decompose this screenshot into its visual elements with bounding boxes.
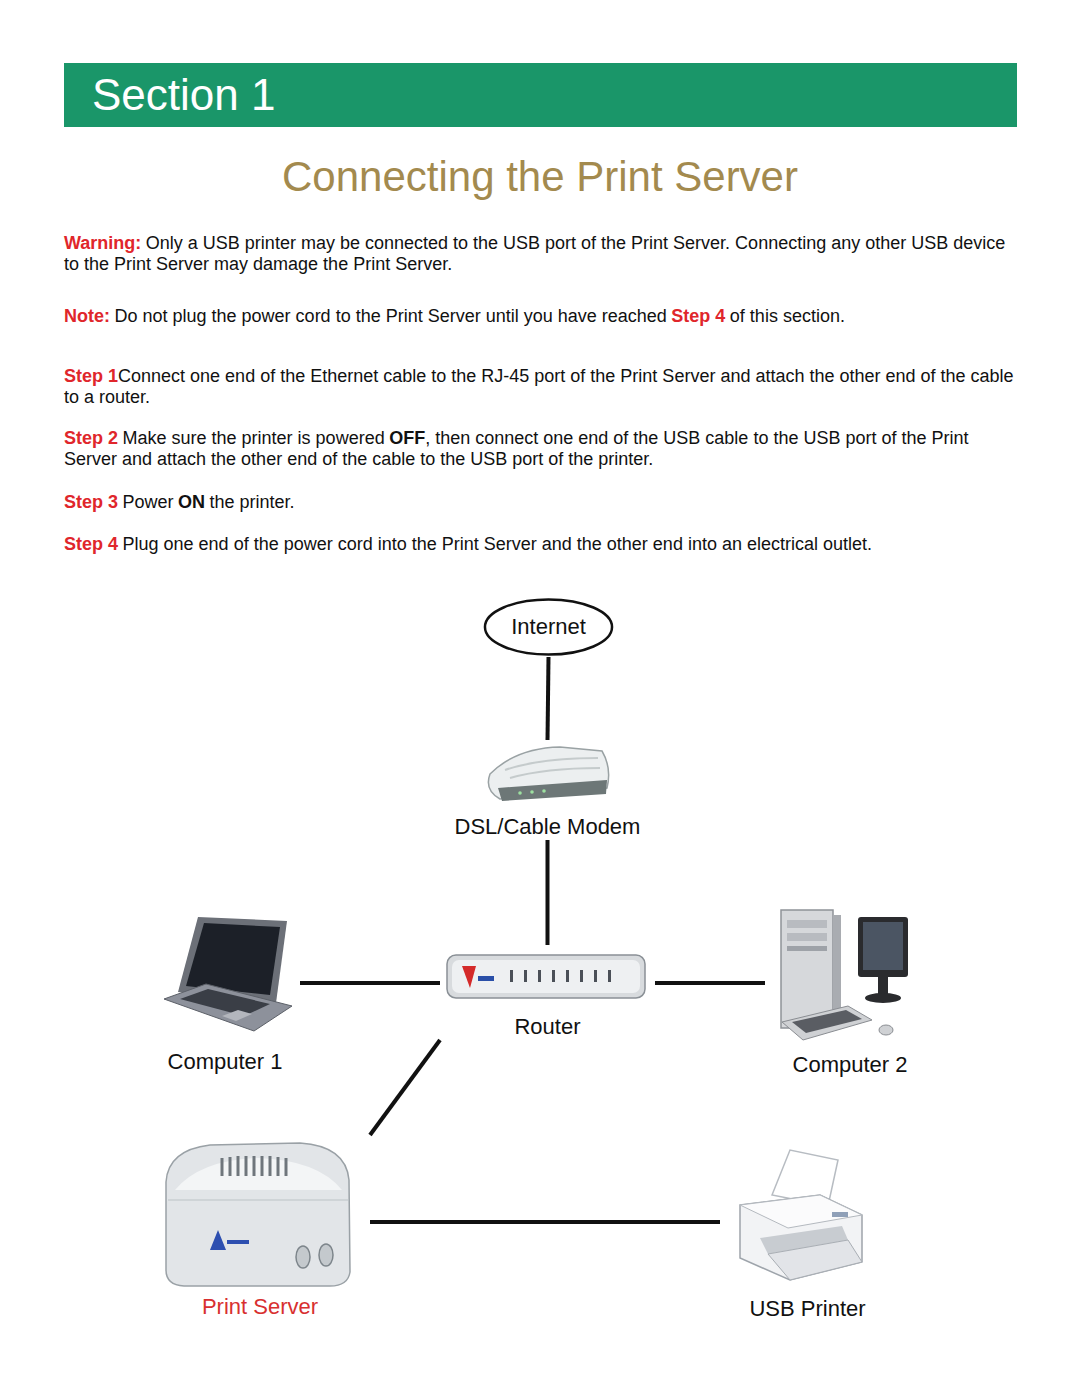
modem-box: DSL/Cable Modem [440, 740, 655, 840]
emphasis-text: OFF [389, 428, 425, 448]
node-label: Print Server [202, 1294, 318, 1320]
step-marker: Step 1 [64, 366, 118, 386]
instruction-paragraph: Warning:Only a USB printer may be connec… [64, 233, 1024, 275]
instruction-text: Only a USB printer may be connected to t… [64, 233, 1005, 274]
router-illustration [447, 955, 645, 998]
instruction-paragraph: Step 3PowerONthe printer. [64, 492, 1024, 513]
step-marker: Step 3 [64, 492, 118, 512]
node-label: Section 1 [92, 69, 275, 121]
instruction-text: Plug one end of the power cord into the … [123, 534, 872, 554]
internet-cloud: Internet [483, 597, 614, 657]
connector [655, 982, 765, 983]
connector [547, 840, 548, 945]
node-label: Computer 1 [168, 1049, 283, 1075]
step-marker: Note: [64, 306, 110, 326]
print-server-box: Print Server [150, 1135, 370, 1320]
instruction-paragraph: Note:Do not plug the power cord to the P… [64, 306, 1024, 327]
modem-illustration [488, 747, 608, 801]
connector-line [548, 657, 549, 740]
page-title: Connecting the Print Server [0, 152, 1080, 202]
emphasis-text: ON [178, 492, 205, 512]
section-banner: Section 1 [64, 63, 1017, 127]
instruction-paragraph: Step 2Make sure the printer is poweredOF… [64, 428, 1024, 470]
instruction-paragraph: Step 1Connect one end of the Ethernet ca… [64, 366, 1024, 408]
instruction-text: of this section. [730, 306, 845, 326]
laptop-illustration [164, 917, 292, 1031]
node-label: USB Printer [749, 1296, 865, 1322]
node-label: Internet [511, 614, 586, 640]
connector-line [546, 840, 550, 945]
connector-line [300, 981, 440, 985]
connector [370, 1221, 720, 1222]
instruction-text: the printer. [210, 492, 295, 512]
instruction-text: Connect one end of the Ethernet cable to… [64, 366, 1014, 407]
ellipse-shape [485, 599, 612, 654]
node-label: DSL/Cable Modem [455, 814, 641, 840]
computer-box: Computer 2 [765, 900, 935, 1078]
instruction-text: Power [123, 492, 174, 512]
connector-line [655, 981, 765, 985]
connector [548, 657, 549, 740]
node-label: Router [514, 1014, 580, 1040]
router-box: Router [440, 945, 655, 1040]
connector [370, 1040, 440, 1135]
step-marker: Step 4 [671, 306, 725, 326]
instruction-text: Do not plug the power cord to the Print … [115, 306, 667, 326]
step-marker: Step 4 [64, 534, 118, 554]
connector [300, 982, 440, 983]
desktop-illustration [781, 910, 908, 1040]
step-marker: Step 2 [64, 428, 118, 448]
printer-box: USB Printer [720, 1145, 895, 1322]
connector-line [370, 1040, 440, 1135]
computer-box: Computer 1 [150, 910, 300, 1075]
connector-line [370, 1220, 720, 1224]
instruction-paragraph: Step 4Plug one end of the power cord int… [64, 534, 1024, 555]
step-marker: Warning: [64, 233, 141, 253]
instruction-text: Make sure the printer is powered [123, 428, 385, 448]
printer-illustration [740, 1150, 862, 1280]
print-server-illustration [166, 1143, 350, 1286]
node-label: Computer 2 [793, 1052, 908, 1078]
